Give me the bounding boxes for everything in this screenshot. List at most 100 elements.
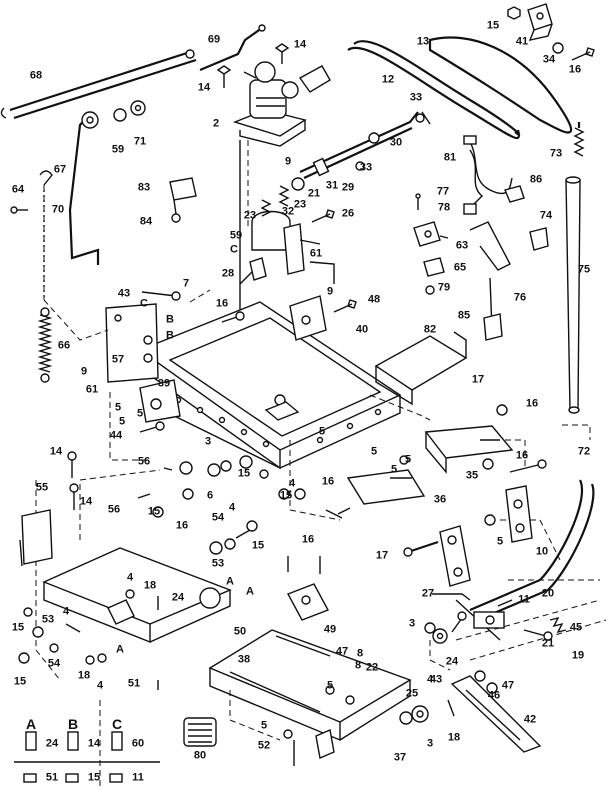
callout-71: 71 bbox=[133, 135, 147, 148]
callout-16d: 16 bbox=[515, 449, 529, 462]
callout-69: 69 bbox=[207, 33, 221, 46]
callout-16f: 16 bbox=[175, 519, 189, 532]
legend-part-a: 24 bbox=[45, 737, 59, 750]
legend-part-c: 60 bbox=[131, 737, 145, 750]
callout-86: 86 bbox=[529, 173, 543, 186]
bolt-44 bbox=[139, 421, 165, 433]
bracket-10-lower bbox=[439, 525, 471, 587]
callout-63: 63 bbox=[455, 239, 469, 252]
spring-73 bbox=[573, 122, 585, 157]
legend-hardware bbox=[14, 731, 160, 783]
callout-5h: 5 bbox=[404, 453, 412, 466]
bolt-24-right bbox=[451, 611, 467, 633]
callout-B2: B bbox=[166, 329, 174, 342]
callout-23: 23 bbox=[293, 198, 307, 211]
callout-74: 74 bbox=[539, 209, 553, 222]
callout-14d: 14 bbox=[79, 495, 93, 508]
lower-frame-50 bbox=[42, 547, 232, 644]
callout-73: 73 bbox=[549, 147, 563, 160]
callout-8: 8 bbox=[354, 659, 362, 672]
handle-76 bbox=[469, 221, 511, 341]
callout-3c: 3 bbox=[426, 737, 434, 750]
lower-frame-38 bbox=[208, 629, 412, 759]
callout-41: 41 bbox=[515, 35, 529, 48]
bracket-27 bbox=[432, 593, 505, 629]
callout-46: 46 bbox=[487, 689, 501, 702]
callout-5b: 5 bbox=[118, 415, 126, 428]
callout-15f: 15 bbox=[11, 621, 25, 634]
bolts-lower bbox=[65, 451, 455, 766]
callout-65: 65 bbox=[453, 261, 467, 274]
callout-6: 6 bbox=[206, 489, 214, 502]
callout-16e: 16 bbox=[321, 475, 335, 488]
callout-68: 68 bbox=[29, 69, 43, 82]
callout-18c: 18 bbox=[447, 731, 461, 744]
callout-5g: 5 bbox=[260, 719, 268, 732]
legend-nut-c: 11 bbox=[132, 771, 144, 784]
callout-25: 25 bbox=[405, 687, 419, 700]
callout-54b: 54 bbox=[47, 657, 61, 670]
callout-53b: 53 bbox=[41, 613, 55, 626]
callout-66: 66 bbox=[57, 339, 71, 352]
legend-key-b: B bbox=[67, 716, 79, 732]
callout-5a: 5 bbox=[114, 401, 122, 414]
pin-64 bbox=[10, 206, 28, 214]
lever-70 bbox=[68, 111, 100, 265]
nut-79 bbox=[425, 285, 435, 295]
callout-76: 76 bbox=[513, 291, 527, 304]
callout-18b: 18 bbox=[77, 669, 91, 682]
callout-14b: 14 bbox=[197, 81, 211, 94]
bracket-41 bbox=[527, 3, 553, 41]
bracket-82 bbox=[374, 331, 468, 406]
nut-59-washer-71 bbox=[113, 100, 146, 122]
spring-66 bbox=[37, 307, 53, 383]
callout-5j: 5 bbox=[136, 407, 144, 420]
callout-33b: 33 bbox=[359, 161, 373, 174]
bolt-43 bbox=[141, 291, 181, 301]
callout-15d: 15 bbox=[147, 505, 161, 518]
callout-40: 40 bbox=[355, 323, 369, 336]
callout-13: 13 bbox=[416, 35, 430, 48]
callout-52: 52 bbox=[257, 739, 271, 752]
bracket-55 bbox=[19, 509, 53, 567]
callout-34: 34 bbox=[542, 53, 556, 66]
spring-45 bbox=[549, 616, 567, 634]
callout-84: 84 bbox=[139, 215, 153, 228]
bolt-14-left bbox=[216, 65, 232, 88]
callout-67: 67 bbox=[53, 163, 67, 176]
belt-12 bbox=[347, 40, 521, 140]
bracket-10-upper bbox=[505, 485, 533, 543]
callout-17: 17 bbox=[471, 373, 485, 386]
callout-30: 30 bbox=[389, 136, 403, 149]
callout-15b: 15 bbox=[237, 467, 251, 480]
callout-33: 33 bbox=[409, 91, 423, 104]
callout-64: 64 bbox=[11, 183, 25, 196]
switch-63 bbox=[413, 221, 449, 247]
callout-7: 7 bbox=[182, 277, 190, 290]
callout-61b: 61 bbox=[85, 383, 99, 396]
callout-C2: C bbox=[140, 297, 148, 310]
callout-43b: 43 bbox=[429, 673, 443, 686]
bolt-16-mid bbox=[221, 311, 245, 323]
screw-77 bbox=[415, 193, 421, 210]
callout-4a: 4 bbox=[288, 477, 296, 490]
bracket-61 bbox=[283, 223, 335, 284]
callout-83: 83 bbox=[137, 181, 151, 194]
callout-3: 3 bbox=[204, 435, 212, 448]
callout-56b: 56 bbox=[107, 503, 121, 516]
callout-47: 47 bbox=[335, 645, 349, 658]
callout-29: 29 bbox=[341, 181, 355, 194]
callout-77: 77 bbox=[436, 185, 450, 198]
chain-67 bbox=[39, 170, 53, 300]
callout-24: 24 bbox=[171, 591, 185, 604]
callout-85: 85 bbox=[457, 309, 471, 322]
legend-key-c: C bbox=[111, 716, 123, 732]
callout-57: 57 bbox=[111, 353, 125, 366]
grille-80 bbox=[183, 717, 217, 747]
callout-50: 50 bbox=[233, 625, 247, 638]
callout-5i: 5 bbox=[390, 463, 398, 476]
nut-15-top bbox=[507, 6, 521, 20]
callout-5f: 5 bbox=[326, 679, 334, 692]
